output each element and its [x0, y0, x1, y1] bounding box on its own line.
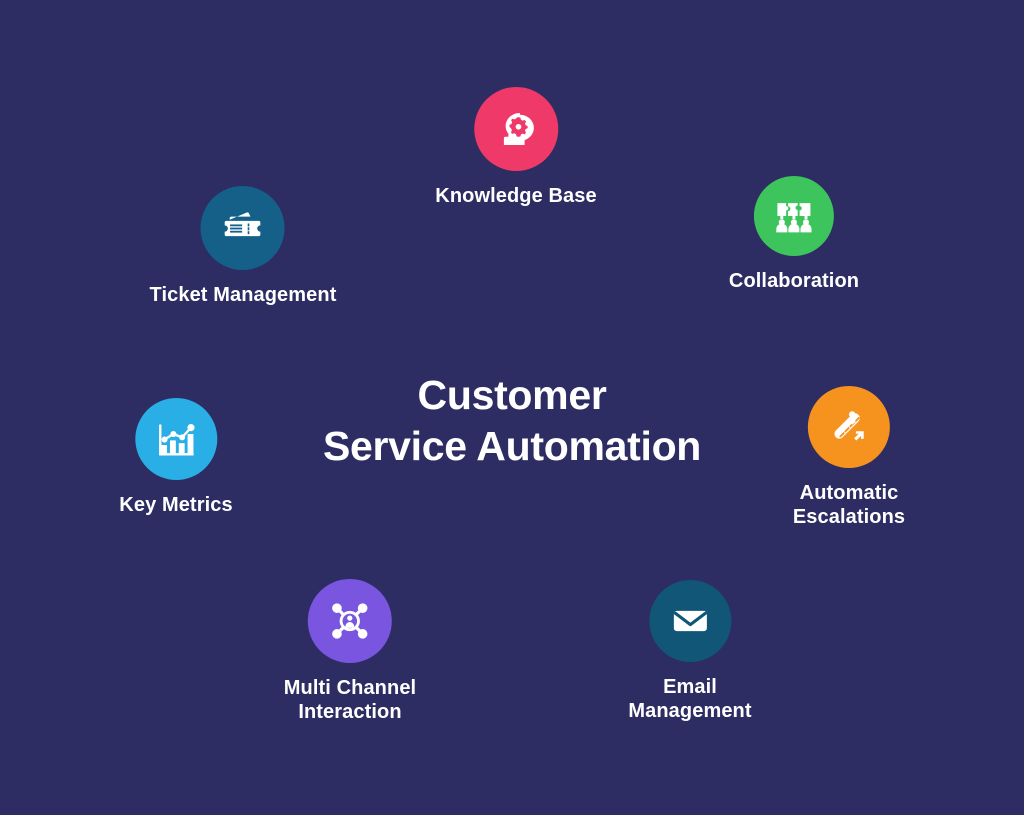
- node-knowledge-base[interactable]: Knowledge Base: [435, 87, 597, 208]
- automatic-escalations-label: Automatic Escalations: [792, 482, 906, 529]
- page-title: Customer Service Automation: [272, 370, 752, 472]
- ticket-icon: [220, 205, 266, 251]
- node-key-metrics[interactable]: Key Metrics: [119, 398, 233, 517]
- envelope-icon: [668, 599, 712, 643]
- node-multi-channel-interaction[interactable]: Multi Channel Interaction: [284, 579, 416, 725]
- node-automatic-escalations[interactable]: Automatic Escalations: [793, 386, 905, 530]
- collaboration-icon-circle: [754, 176, 834, 256]
- network-person-icon: [327, 598, 373, 644]
- knowledge-base-label: Knowledge Base: [435, 185, 597, 207]
- ticket-management-icon-circle: [200, 186, 285, 270]
- key-metrics-icon-circle: [134, 398, 217, 480]
- automatic-escalations-icon-circle: [807, 386, 890, 468]
- puzzle-team-icon: [772, 194, 816, 238]
- bar-chart-trend-icon: [154, 417, 198, 461]
- node-ticket-management[interactable]: Ticket Management: [150, 186, 337, 307]
- multi-channel-interaction-icon-circle: [308, 579, 392, 663]
- page-title-line-1: Customer: [417, 372, 607, 418]
- escalator-icon: [827, 405, 871, 449]
- email-management-icon-circle: [649, 580, 731, 662]
- head-gear-icon: [494, 107, 538, 151]
- knowledge-base-icon-circle: [473, 87, 558, 171]
- collaboration-label: Collaboration: [728, 270, 860, 292]
- ticket-management-label: Ticket Management: [149, 284, 337, 306]
- node-email-management[interactable]: Email Management: [628, 580, 752, 724]
- multi-channel-interaction-label: Multi Channel Interaction: [283, 677, 417, 724]
- page-title-line-2: Service Automation: [322, 422, 702, 469]
- node-collaboration[interactable]: Collaboration: [729, 176, 859, 293]
- email-management-label: Email Management: [628, 676, 752, 723]
- key-metrics-label: Key Metrics: [119, 494, 233, 516]
